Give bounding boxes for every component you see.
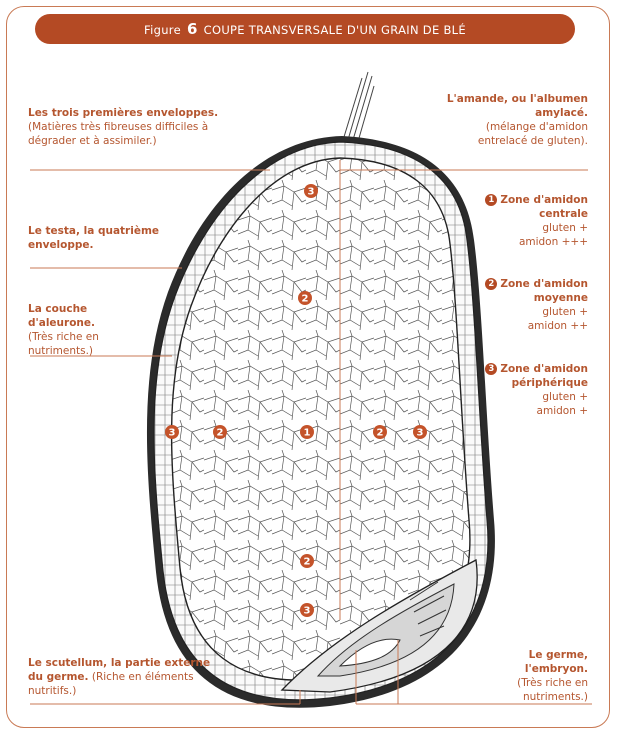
label-amande-desc: (mélange d'amidon entrelacé de gluten). [478, 121, 588, 147]
zone-marker: 2 [300, 554, 314, 568]
svg-text:3: 3 [308, 187, 315, 198]
label-enveloppes-desc: (Matières très fibreuses difficiles à dé… [28, 121, 208, 147]
label-germe: Le germe, l'embryon. (Très riche en nutr… [492, 648, 588, 704]
label-germe-title: Le germe, l'embryon. [525, 649, 588, 675]
zone1-gluten: gluten + [542, 222, 588, 234]
zone1-amidon: amidon +++ [519, 236, 588, 248]
zone3-amidon: amidon + [537, 405, 588, 417]
zone-marker: 3 [300, 603, 314, 617]
label-germe-desc: (Très riche en nutriments.) [517, 677, 588, 703]
label-aleurone: La couche d'aleurone. (Très riche en nut… [28, 302, 133, 358]
zone-marker: 3 [165, 425, 179, 439]
label-aleurone-title: La couche d'aleurone. [28, 303, 95, 329]
zone-marker: 3 [413, 425, 427, 439]
label-amande: L'amande, ou l'albumen amylacé. (mélange… [440, 92, 588, 148]
label-testa-title: Le testa, la quatrième enveloppe. [28, 225, 159, 251]
zone-marker: 2 [298, 291, 312, 305]
svg-text:2: 2 [302, 294, 309, 305]
svg-text:2: 2 [217, 428, 224, 439]
zone3-title: Zone d'amidon périphérique [500, 363, 588, 389]
svg-text:3: 3 [169, 428, 176, 439]
zone1-number-icon: 1 [485, 194, 497, 206]
zone-marker: 2 [213, 425, 227, 439]
zone2-title: Zone d'amidon moyenne [500, 278, 588, 304]
label-enveloppes: Les trois premières enveloppes. (Matière… [28, 106, 238, 148]
svg-text:2: 2 [304, 557, 311, 568]
zone2-gluten: gluten + [542, 306, 588, 318]
zone-marker: 1 [300, 425, 314, 439]
label-aleurone-desc: (Très riche en nutriments.) [28, 331, 99, 357]
zone3-number-icon: 3 [485, 363, 497, 375]
label-amande-title: L'amande, ou l'albumen amylacé. [447, 93, 588, 119]
label-scutellum: Le scutellum, la partie externe du germe… [28, 656, 218, 698]
label-testa: Le testa, la quatrième enveloppe. [28, 224, 178, 252]
zone-marker: 3 [304, 184, 318, 198]
label-enveloppes-title: Les trois premières enveloppes. [28, 107, 218, 119]
svg-text:1: 1 [304, 428, 311, 439]
zone1-title: Zone d'amidon centrale [500, 194, 588, 220]
label-zone2: 2Zone d'amidon moyenne gluten + amidon +… [460, 277, 588, 333]
zone3-gluten: gluten + [542, 391, 588, 403]
zone2-number-icon: 2 [485, 278, 497, 290]
label-zone3: 3Zone d'amidon périphérique gluten + ami… [460, 362, 588, 418]
svg-text:2: 2 [377, 428, 384, 439]
label-zone1: 1Zone d'amidon centrale gluten + amidon … [460, 193, 588, 249]
zone2-amidon: amidon ++ [528, 320, 588, 332]
zone-marker: 2 [373, 425, 387, 439]
svg-text:3: 3 [417, 428, 424, 439]
svg-text:3: 3 [304, 606, 311, 617]
